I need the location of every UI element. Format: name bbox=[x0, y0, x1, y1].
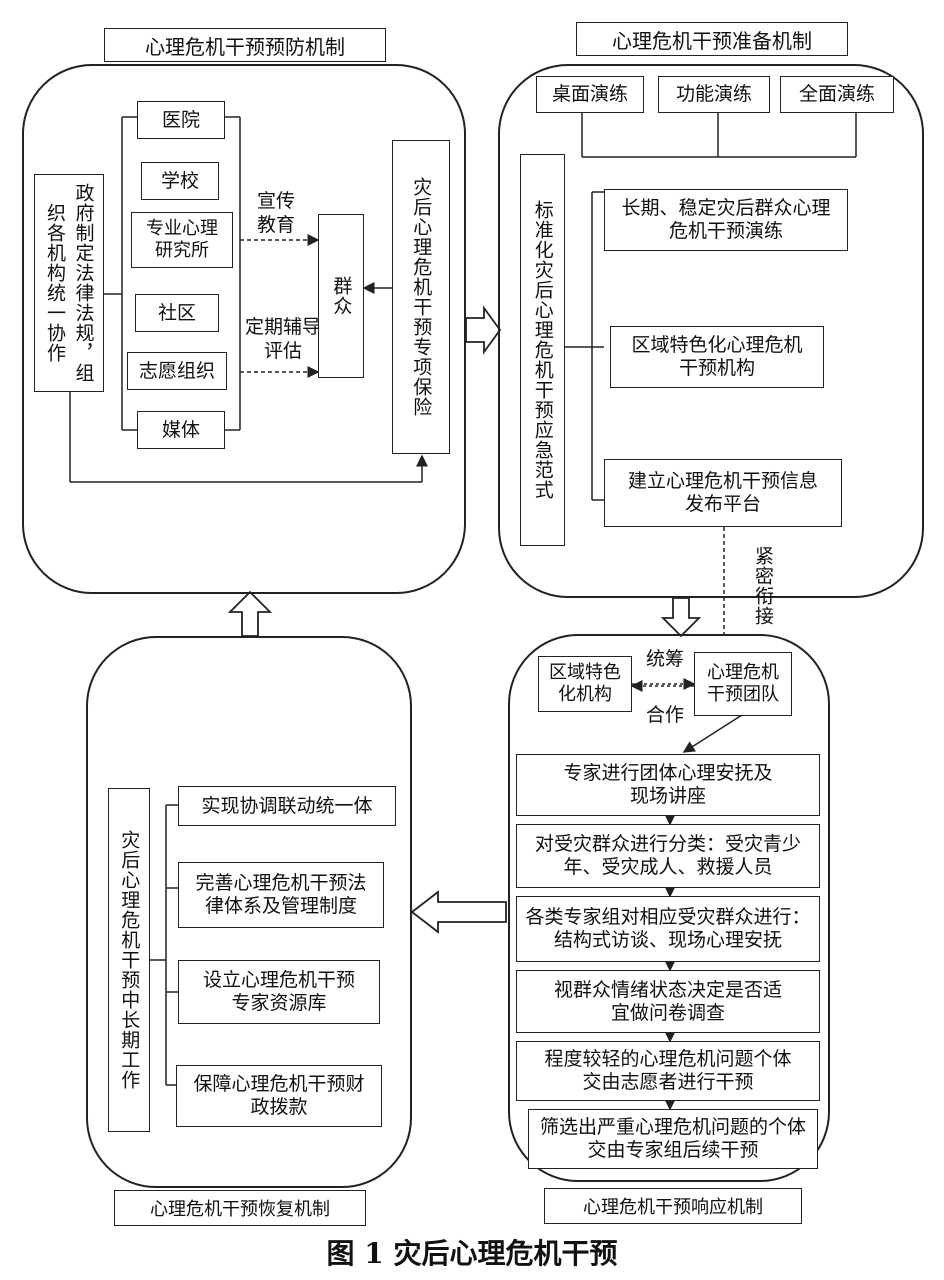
response-step-4: 视群众情绪状态决定是否适宜做问卷调查 bbox=[516, 970, 820, 1033]
cooperate-label: 合作 bbox=[645, 704, 684, 726]
recovery-title: 心理危机干预恢复机制 bbox=[114, 1190, 366, 1226]
drill-functional: 功能演练 bbox=[658, 76, 770, 113]
agency-volunteer: 志愿组织 bbox=[127, 352, 227, 390]
education-label: 宣传教育 bbox=[256, 190, 295, 236]
prevention-panel bbox=[22, 64, 466, 594]
recovery-item-2: 完善心理危机干预法律体系及管理制度 bbox=[178, 862, 384, 928]
response-title: 心理危机干预响应机制 bbox=[544, 1188, 802, 1224]
insurance-box: 灾后心理危机干预专项保险 bbox=[392, 140, 450, 454]
prevention-title: 心理危机干预预防机制 bbox=[104, 28, 386, 62]
public-box: 群众 bbox=[318, 214, 364, 378]
assessment-label: 定期辅导评估 bbox=[244, 316, 321, 362]
drill-tabletop: 桌面演练 bbox=[536, 76, 644, 113]
response-step-1: 专家进行团体心理安抚及现场讲座 bbox=[516, 754, 820, 816]
agency-hospital: 医院 bbox=[137, 101, 225, 139]
response-step-3: 各类专家组对相应受灾群众进行：结构式访谈、现场心理安抚 bbox=[516, 896, 820, 962]
recovery-item-1: 实现协调联动统一体 bbox=[178, 786, 396, 826]
recovery-item-3: 设立心理危机干预专家资源库 bbox=[178, 960, 380, 1024]
standard-paradigm-box: 标准化灾后心理危机干预应急范式 bbox=[520, 154, 565, 546]
response-step-5: 程度较轻的心理危机问题个体交由志愿者进行干预 bbox=[516, 1041, 820, 1101]
agency-media: 媒体 bbox=[137, 411, 225, 449]
agency-school: 学校 bbox=[141, 162, 219, 200]
recovery-main-box: 灾后心理危机干预中长期工作 bbox=[108, 788, 150, 1132]
response-step-2: 对受灾群众进行分类：受灾青少年、受灾成人、救援人员 bbox=[516, 824, 820, 888]
response-panel bbox=[508, 634, 830, 1182]
agency-psych-institute: 专业心理研究所 bbox=[131, 212, 233, 268]
drill-full: 全面演练 bbox=[780, 76, 894, 113]
agency-community: 社区 bbox=[135, 294, 219, 332]
coordinate-label: 统筹 bbox=[645, 648, 684, 670]
figure-caption: 图 1 灾后心理危机干预 bbox=[326, 1237, 618, 1270]
government-box: 政府制定法律法规，组织各机构统一协作 bbox=[34, 174, 104, 392]
prep-item-drill: 长期、稳定灾后群众心理危机干预演练 bbox=[604, 189, 848, 251]
recovery-item-4: 保障心理危机干预财政拨款 bbox=[176, 1065, 382, 1127]
prep-item-platform: 建立心理危机干预信息发布平台 bbox=[604, 459, 842, 527]
close-link-label: 紧密衔接 bbox=[752, 546, 774, 626]
crisis-team-box: 心理危机干预团队 bbox=[694, 652, 792, 716]
preparation-title: 心理危机干预准备机制 bbox=[576, 22, 848, 56]
regional-org-box: 区域特色化机构 bbox=[538, 656, 632, 712]
recovery-panel bbox=[86, 636, 412, 1188]
response-step-6: 筛选出严重心理危机问题的个体交由专家组后续干预 bbox=[528, 1109, 818, 1169]
preparation-panel bbox=[498, 64, 924, 598]
prep-item-regional: 区域特色化心理危机干预机构 bbox=[610, 326, 824, 388]
